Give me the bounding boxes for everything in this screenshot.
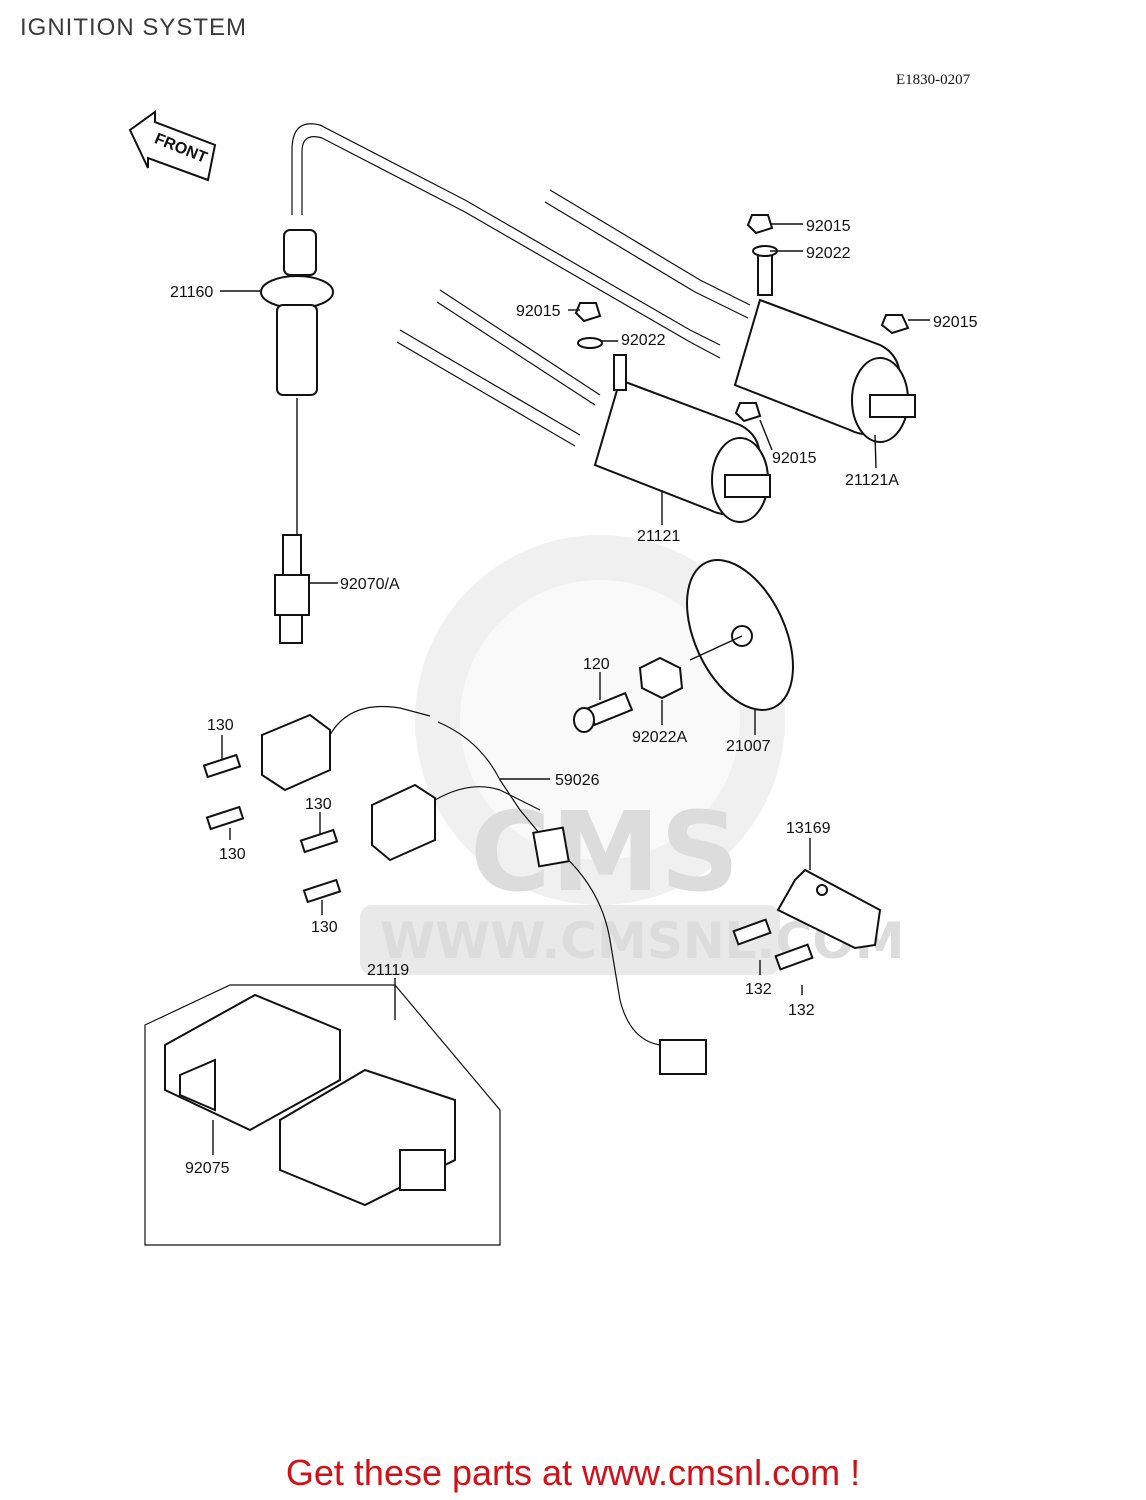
- ignition-coil-21121A: [733, 214, 916, 443]
- label-92015-b: 92015: [516, 303, 561, 320]
- label-92015-d: 92015: [772, 450, 817, 467]
- label-92022-a: 92022: [806, 245, 851, 262]
- label-92075: 92075: [185, 1160, 230, 1177]
- label-92022-b: 92022: [621, 332, 666, 349]
- label-92015-c: 92015: [933, 314, 978, 331]
- label-21007: 21007: [726, 738, 771, 755]
- igniter-box: [144, 984, 501, 1246]
- part-labels: 21160 92015 92022 92015 92022 92015 9201…: [170, 218, 978, 1177]
- label-132-a: 132: [745, 981, 772, 998]
- pickup-coils: [202, 705, 707, 1075]
- label-132-b: 132: [788, 1002, 815, 1019]
- ignition-coil-21121: [574, 302, 771, 523]
- front-arrow: FRONT: [128, 110, 217, 182]
- diagram-code: E1830-0207: [896, 72, 971, 88]
- label-13169: 13169: [786, 820, 831, 837]
- label-59026: 59026: [555, 772, 600, 789]
- spark-plug: [274, 534, 310, 644]
- label-92070A: 92070/A: [340, 576, 400, 593]
- label-120: 120: [583, 656, 610, 673]
- parts-diagram: CMS WWW.CMSNL.COM FRONT: [128, 110, 978, 1246]
- page-title: IGNITION SYSTEM: [20, 14, 248, 41]
- bracket-13169: [732, 868, 882, 971]
- label-21121A: 21121A: [845, 472, 899, 489]
- label-21121: 21121: [637, 528, 680, 545]
- label-130-b: 130: [219, 846, 246, 863]
- label-92015-a: 92015: [806, 218, 851, 235]
- pulser-rotor: [573, 559, 794, 733]
- label-21160: 21160: [170, 284, 213, 301]
- label-92022A: 92022A: [632, 729, 687, 746]
- ht-leads: [291, 123, 751, 447]
- label-130-d: 130: [311, 919, 338, 936]
- leader-lines: [212, 223, 930, 1155]
- watermark-brand: CMS: [470, 788, 739, 916]
- promo-link[interactable]: Get these parts at www.cmsnl.com !: [285, 1452, 861, 1493]
- label-130-c: 130: [305, 796, 332, 813]
- label-130-a: 130: [207, 717, 234, 734]
- plug-cap: [260, 229, 334, 535]
- label-21119: 21119: [367, 962, 409, 979]
